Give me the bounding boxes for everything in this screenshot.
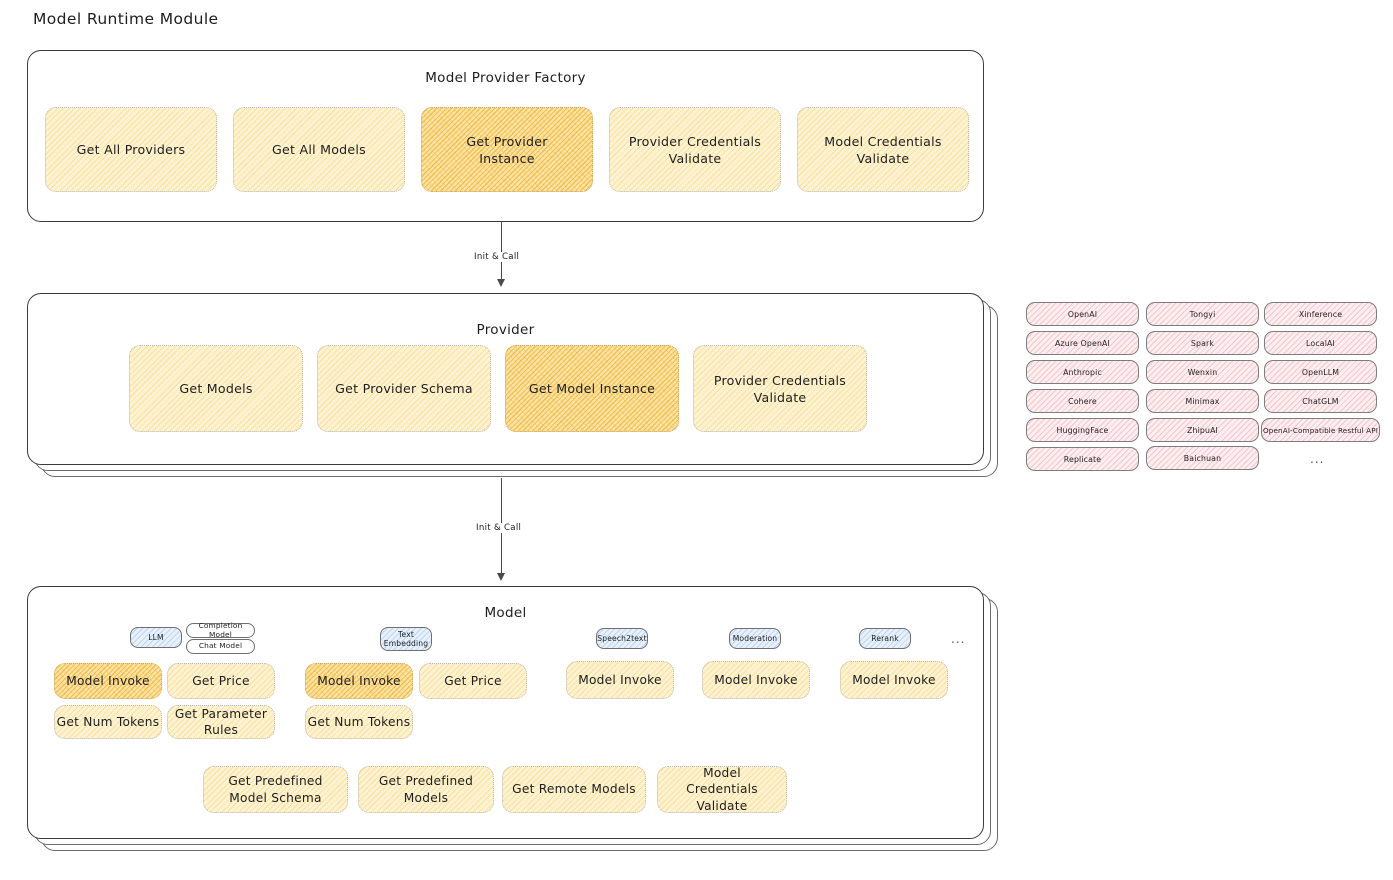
provider-chip-minimax[interactable]: Minimax bbox=[1146, 389, 1259, 413]
arrow-provider-to-model-label: Init & Call bbox=[472, 523, 526, 533]
factory-box-provider-credentials-validate[interactable]: Provider Credentials Validate bbox=[609, 107, 781, 192]
model-common-method-get-predefined-models[interactable]: Get Predefined Models bbox=[358, 766, 494, 813]
model-type-badge-speech2text[interactable]: Speech2text bbox=[596, 628, 648, 649]
model-speech2text-method-model-invoke[interactable]: Model Invoke bbox=[566, 661, 674, 699]
model-moderation-method-model-invoke[interactable]: Model Invoke bbox=[702, 661, 810, 699]
factory-box-get-all-providers[interactable]: Get All Providers bbox=[45, 107, 217, 192]
model-llm-method-get-num-tokens[interactable]: Get Num Tokens bbox=[54, 705, 162, 739]
model-llm-method-get-price[interactable]: Get Price bbox=[167, 663, 275, 699]
provider-chip-baichuan[interactable]: Baichuan bbox=[1146, 446, 1259, 470]
arrow-provider-to-model-head bbox=[497, 573, 505, 581]
provider-box-provider-credentials-validate[interactable]: Provider Credentials Validate bbox=[693, 345, 867, 432]
provider-chip-cohere[interactable]: Cohere bbox=[1026, 389, 1139, 413]
provider-chip-zhipuai[interactable]: ZhipuAI bbox=[1146, 418, 1259, 442]
provider-chip-localai[interactable]: LocalAI bbox=[1264, 331, 1377, 355]
factory-box-model-credentials-validate[interactable]: Model Credentials Validate bbox=[797, 107, 969, 192]
provider-chip-anthropic[interactable]: Anthropic bbox=[1026, 360, 1139, 384]
model-type-badge-rerank[interactable]: Rerank bbox=[859, 628, 911, 649]
provider-chip-xinference[interactable]: Xinference bbox=[1264, 302, 1377, 326]
provider-chip-chatglm[interactable]: ChatGLM bbox=[1264, 389, 1377, 413]
provider-chip-openai-compatible-restful-api[interactable]: OpenAI-Compatible Restful API bbox=[1261, 418, 1380, 442]
model-type-badge-moderation[interactable]: Moderation bbox=[729, 628, 781, 649]
provider-box-get-model-instance[interactable]: Get Model Instance bbox=[505, 345, 679, 432]
provider-chip-spark[interactable]: Spark bbox=[1146, 331, 1259, 355]
provider-list-more: ... bbox=[1310, 452, 1325, 466]
page-title: Model Runtime Module bbox=[33, 10, 219, 28]
model-text-embedding-method-model-invoke[interactable]: Model Invoke bbox=[305, 663, 413, 699]
provider-chip-wenxin[interactable]: Wenxin bbox=[1146, 360, 1259, 384]
factory-box-get-all-models[interactable]: Get All Models bbox=[233, 107, 405, 192]
model-llm-method-get-parameter-rules[interactable]: Get Parameter Rules bbox=[167, 705, 275, 739]
model-subtype-badge-completion-model[interactable]: Completion Model bbox=[186, 621, 255, 638]
provider-chip-openllm[interactable]: OpenLLM bbox=[1264, 360, 1377, 384]
model-text-embedding-method-get-num-tokens[interactable]: Get Num Tokens bbox=[305, 705, 413, 739]
provider-chip-openai[interactable]: OpenAI bbox=[1026, 302, 1139, 326]
model-common-method-get-predefined-model-schema[interactable]: Get Predefined Model Schema bbox=[203, 766, 348, 813]
model-common-method-get-remote-models[interactable]: Get Remote Models bbox=[502, 766, 646, 813]
provider-title: Provider bbox=[476, 322, 535, 338]
provider-chip-azure-openai[interactable]: Azure OpenAI bbox=[1026, 331, 1139, 355]
model-type-badge-llm[interactable]: LLM bbox=[130, 627, 182, 648]
model-subtype-badge-chat-model[interactable]: Chat Model bbox=[186, 639, 255, 654]
model-types-more: ... bbox=[951, 632, 966, 646]
model-provider-factory-title: Model Provider Factory bbox=[425, 70, 586, 86]
factory-box-get-provider-instance[interactable]: Get Provider Instance bbox=[421, 107, 593, 192]
arrow-factory-to-provider-label: Init & Call bbox=[470, 252, 524, 262]
model-common-method-model-credentials-validate[interactable]: Model Credentials Validate bbox=[657, 766, 787, 813]
model-title: Model bbox=[484, 605, 527, 621]
model-rerank-method-model-invoke[interactable]: Model Invoke bbox=[840, 661, 948, 699]
model-text-embedding-method-get-price[interactable]: Get Price bbox=[419, 663, 527, 699]
provider-chip-huggingface[interactable]: HuggingFace bbox=[1026, 418, 1139, 442]
arrow-factory-to-provider-head bbox=[497, 279, 505, 287]
provider-box-get-provider-schema[interactable]: Get Provider Schema bbox=[317, 345, 491, 432]
model-llm-method-model-invoke[interactable]: Model Invoke bbox=[54, 663, 162, 699]
provider-chip-replicate[interactable]: Replicate bbox=[1026, 447, 1139, 471]
provider-box-get-models[interactable]: Get Models bbox=[129, 345, 303, 432]
model-type-badge-text-embedding[interactable]: Text Embedding bbox=[380, 627, 432, 651]
provider-chip-tongyi[interactable]: Tongyi bbox=[1146, 302, 1259, 326]
